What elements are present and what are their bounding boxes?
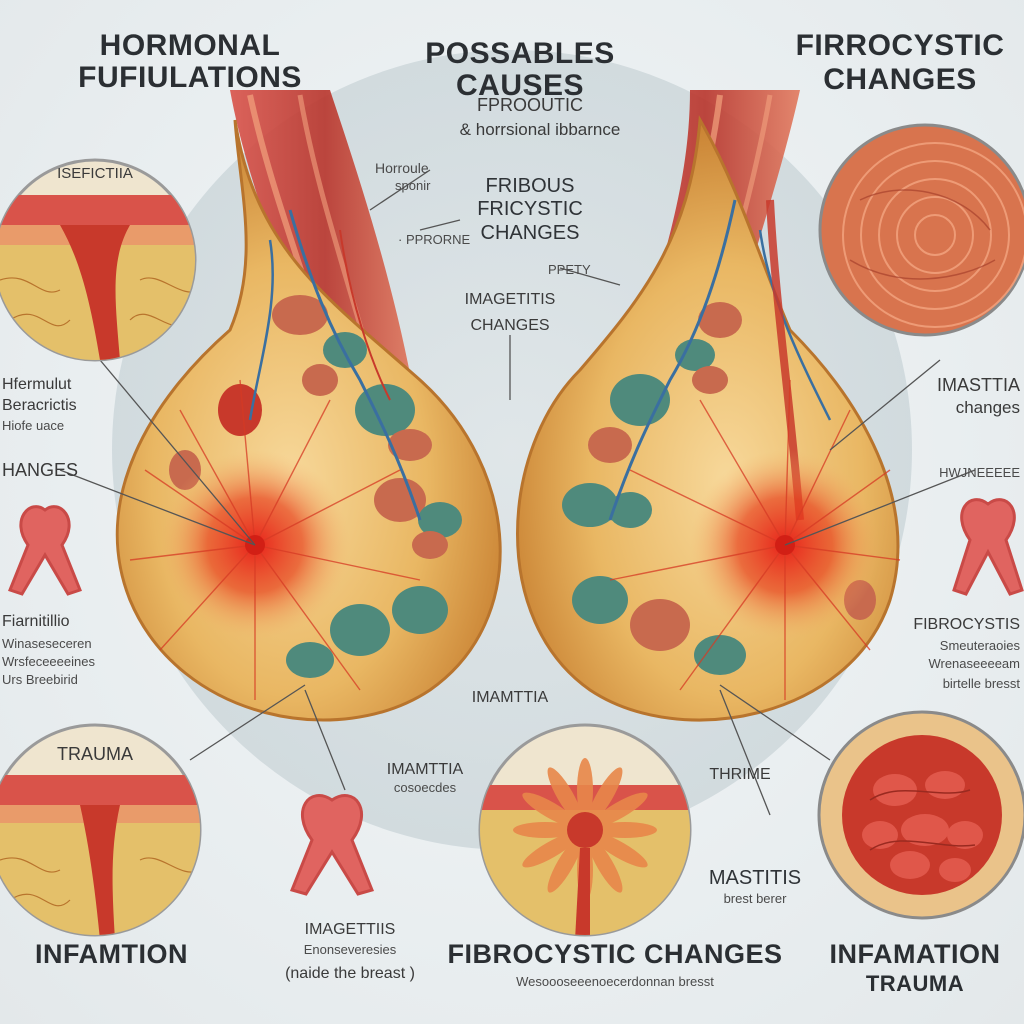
label-circle-top-left: ISEFICTIIA: [57, 165, 133, 182]
label-bottom-note-3: (naide the breast ): [285, 965, 415, 982]
label-horroule-sub: sponir: [395, 178, 431, 193]
label-fibrous-changes: CHANGES: [480, 222, 580, 244]
awareness-ribbon-left: [8, 505, 82, 596]
label-left-7: Wrsfeceeeeines: [2, 654, 95, 669]
heading-inflammation-right: INFAMATION: [829, 939, 1001, 969]
label-pprorne: · PPRORNE: [398, 232, 471, 247]
heading-possible-causes: POSSABLES CAUSES: [425, 37, 615, 102]
label-left-6: Winaseseceren: [2, 636, 92, 651]
heading-inflammation-left: INFAMTION: [35, 939, 188, 969]
label-bottom-note-1: IMAGETTIIS: [304, 921, 396, 938]
label-right-3: HWJNEEEEE: [939, 465, 1020, 480]
label-bottom-note-2: Enonseveresies: [303, 942, 397, 957]
label-left-2: Beracrictis: [2, 397, 77, 414]
label-mastitis: MASTITIS: [708, 867, 802, 889]
label-center-1: FPROOUTIC: [477, 95, 583, 115]
label-left-1: Hfermulut: [2, 376, 72, 393]
label-mastitis-sub: brest berer: [723, 891, 787, 906]
right-breast: [516, 115, 901, 722]
label-right-7: birtelle bresst: [942, 676, 1020, 691]
label-thrime: THRIME: [709, 766, 771, 783]
label-right-6: Wrenaseeeeam: [928, 656, 1020, 671]
awareness-ribbon-center: [289, 794, 375, 896]
label-fricystic: FRICYSTIC: [477, 198, 583, 220]
heading-fibrocystic: FIRROCYSTIC: [795, 29, 1005, 62]
label-ppety: PPETY: [548, 262, 591, 277]
label-imagetitis: IMAGETITIS: [464, 291, 556, 308]
label-left-8: Urs Breebirid: [2, 672, 78, 687]
inset-circle-bottom-left: [0, 723, 202, 937]
awareness-ribbon-right: [952, 498, 1024, 596]
label-trauma: TRAUMA: [57, 744, 133, 764]
heading-fibrocystic-changes: FIBROCYSTIC CHANGES: [447, 939, 783, 969]
heading-changes: CHANGES: [823, 63, 977, 96]
heading-hormonal-fluctuations: HORMONAL FUFIULATIONS: [78, 29, 302, 94]
label-right-1: IMASTTIA: [936, 375, 1020, 395]
label-right-5: Smeuteraoies: [939, 638, 1020, 653]
label-imamttia-bottom: IMAMTTIA: [386, 761, 464, 778]
label-left-5: Fiarnitillio: [2, 613, 70, 630]
label-bottom-center-sub: Wesoooseeenoecerdonnan bresst: [516, 974, 714, 989]
label-right-4: FIBROCYSTIS: [913, 616, 1020, 633]
pointer-lines: [59, 169, 976, 816]
label-center-2: & horrsional ibbarnce: [459, 120, 621, 139]
label-horroule: Horroule: [375, 160, 429, 176]
inset-circle-top-right: [818, 123, 1024, 337]
label-left-3: Hiofe uace: [2, 418, 65, 433]
label-left-4: HANGES: [2, 460, 79, 480]
label-right-2: changes: [955, 398, 1020, 417]
label-imamttia-bottom-sub: cosoecdes: [393, 780, 457, 795]
label-changes-mid: CHANGES: [470, 317, 550, 334]
label-imamttia-mid: IMAMTTIA: [471, 689, 549, 706]
heading-trauma-right: TRAUMA: [865, 971, 965, 996]
label-fibrous: FRIBOUS: [485, 175, 575, 197]
inset-circle-bottom-right: [817, 710, 1024, 920]
